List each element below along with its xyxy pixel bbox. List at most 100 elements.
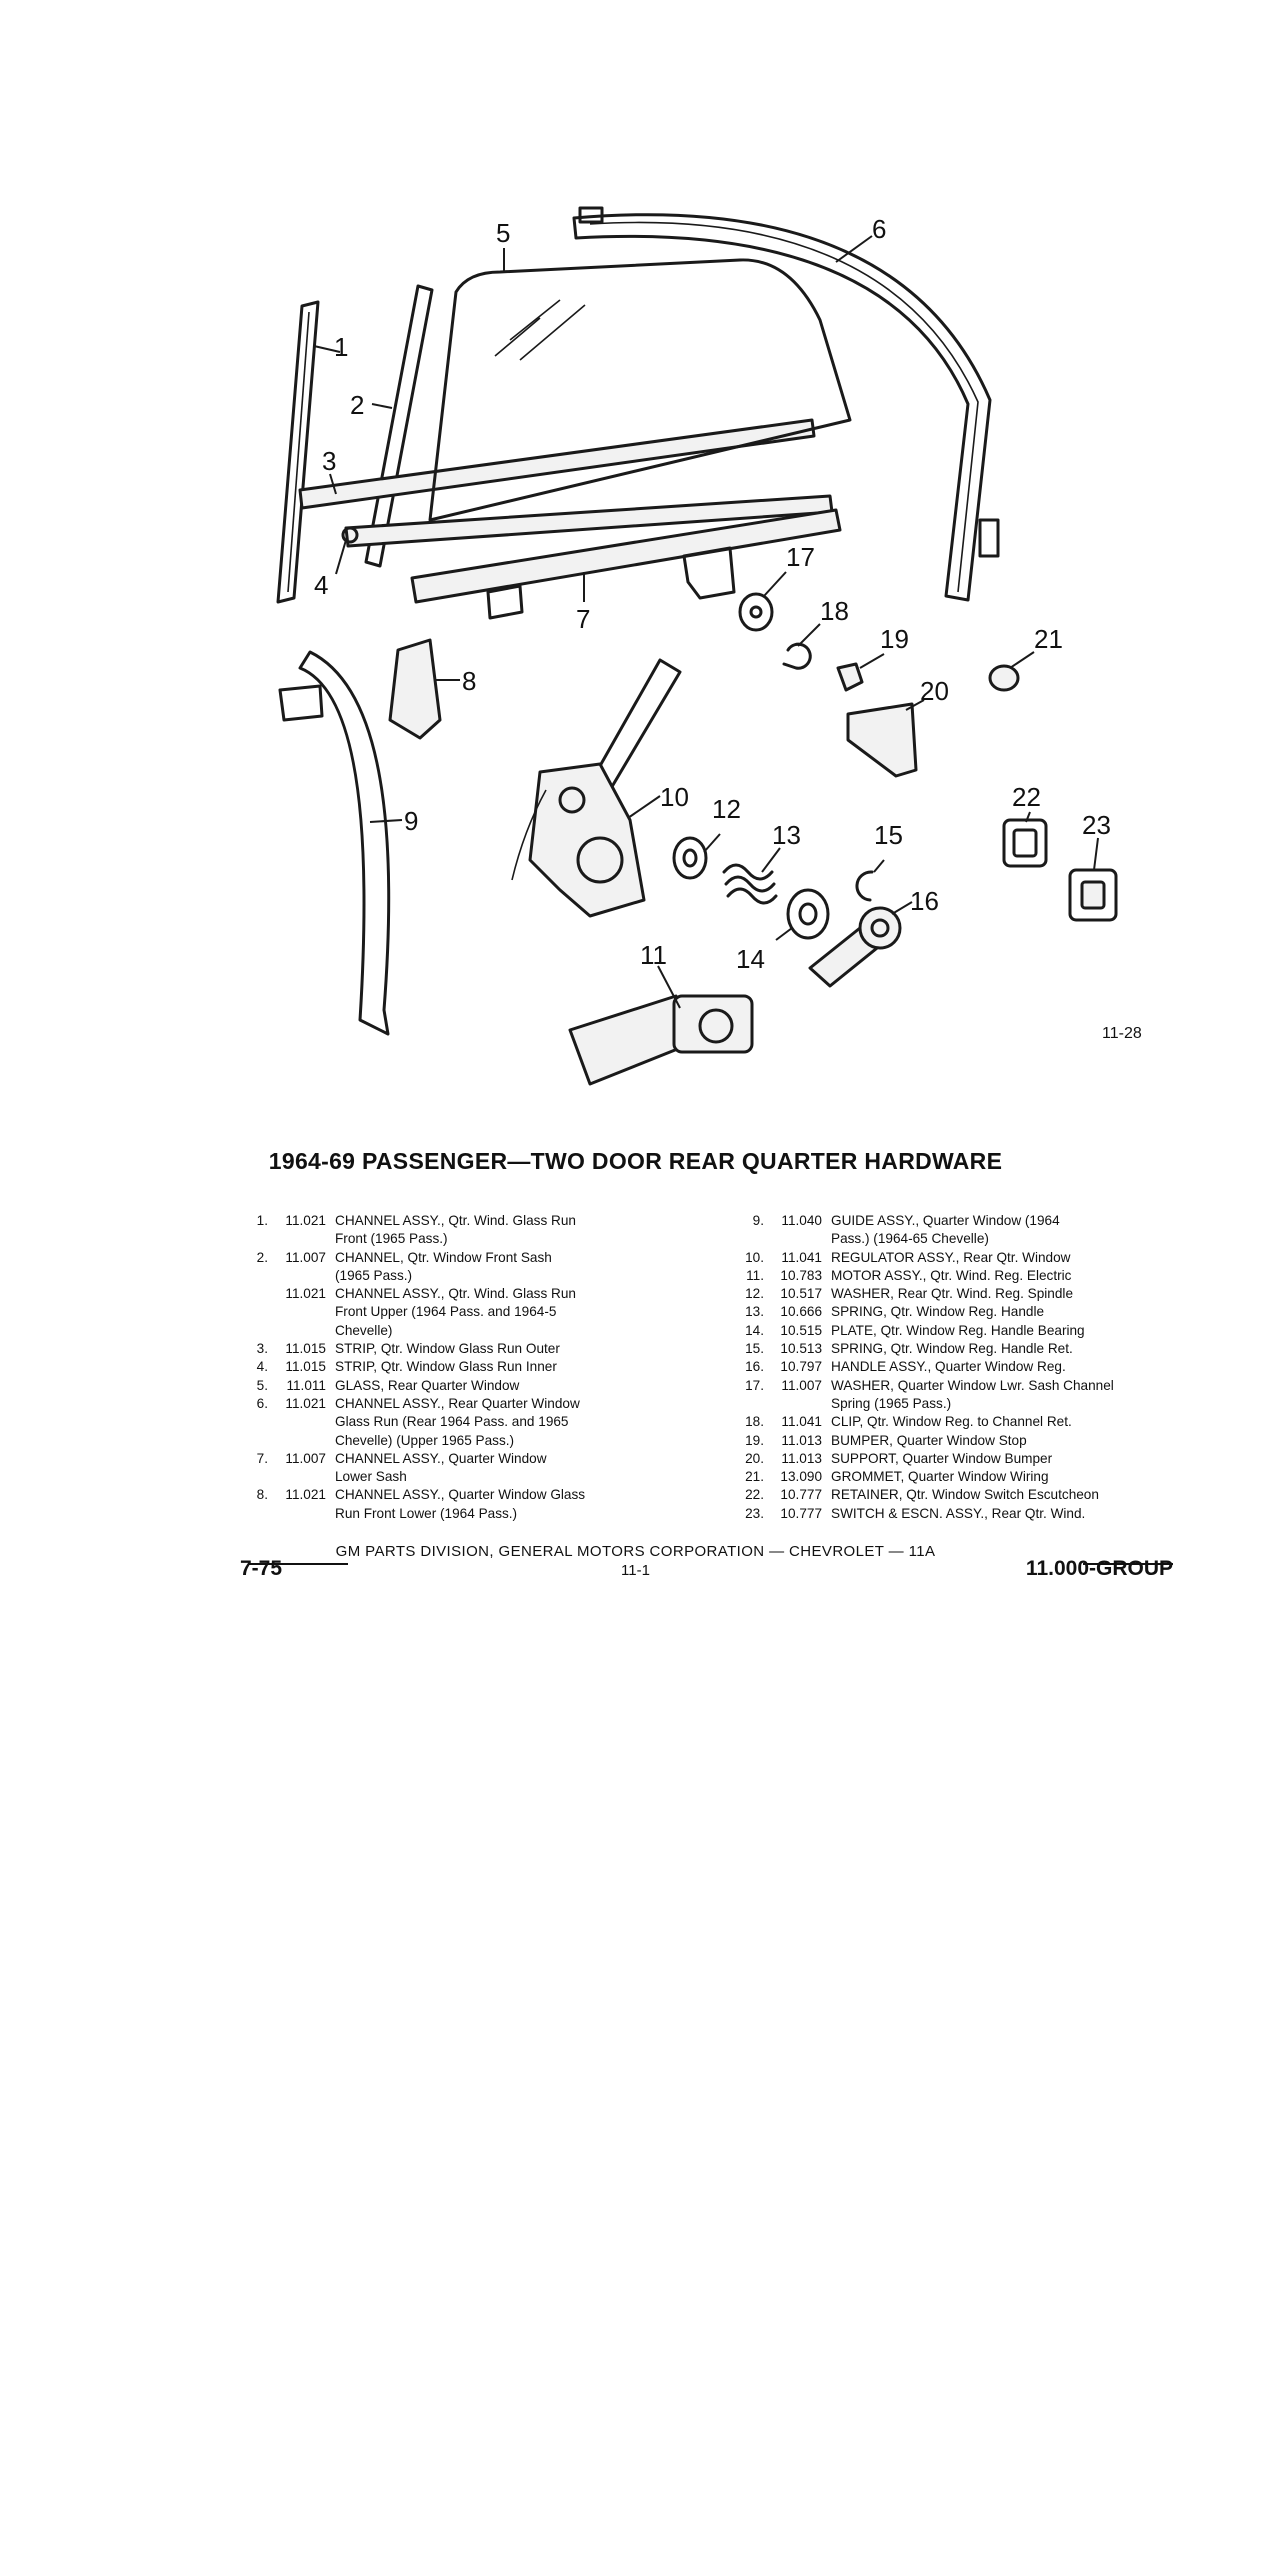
footer-page-number: 11-1 xyxy=(621,1562,650,1579)
item-description: WASHER, Rear Qtr. Wind. Reg. Spindle xyxy=(831,1286,1073,1302)
part-9-guide xyxy=(278,650,391,1036)
part-19-bumper xyxy=(836,662,864,692)
item-number: 19. xyxy=(745,1432,764,1448)
leader-lines xyxy=(313,235,1099,1009)
item-group-code: 11.007 xyxy=(285,1249,326,1265)
item-number: 9. xyxy=(752,1213,764,1228)
part-7-channel xyxy=(410,508,842,620)
callout-6: 6 xyxy=(872,214,886,244)
item-number: 11. xyxy=(746,1267,764,1283)
callout-21: 21 xyxy=(1034,624,1063,654)
item-group-code: 11.021 xyxy=(285,1395,326,1411)
part-2-channel xyxy=(364,284,434,568)
item-group-code: 11.041 xyxy=(781,1249,822,1265)
item-group-code: 11.040 xyxy=(781,1213,822,1228)
item-group-code: 11.007 xyxy=(781,1377,822,1393)
part-18-clip xyxy=(782,642,812,670)
footer-rule-left xyxy=(248,1563,348,1565)
item-description: GROMMET, Quarter Window Wiring xyxy=(831,1469,1049,1485)
item-description: STRIP, Qtr. Window Glass Run Inner xyxy=(335,1359,557,1375)
part-1-channel xyxy=(276,300,320,604)
callout-2: 2 xyxy=(350,390,364,420)
callout-8: 8 xyxy=(462,666,476,696)
item-group-code: 10.777 xyxy=(780,1505,822,1521)
item-description: CHANNEL ASSY., Qtr. Wind. Glass Run Fron… xyxy=(335,1286,576,1338)
item-group-code: 11.021 xyxy=(285,1213,326,1228)
item-number: 3. xyxy=(256,1341,268,1357)
callout-13: 13 xyxy=(772,820,801,850)
item-group-code: 11.007 xyxy=(285,1450,326,1466)
item-group-code: 10.797 xyxy=(780,1359,822,1375)
part-12-washer xyxy=(672,836,708,880)
part-21-grommet xyxy=(988,664,1020,692)
callout-17: 17 xyxy=(786,542,815,572)
item-group-code: 11.041 xyxy=(781,1414,822,1430)
figure-reference: 11-28 xyxy=(1102,1025,1142,1042)
part-14-plate xyxy=(786,888,830,940)
item-number: 12. xyxy=(745,1286,764,1302)
item-description: GLASS, Rear Quarter Window xyxy=(335,1377,520,1393)
part-20-support xyxy=(846,702,918,778)
callout-15: 15 xyxy=(874,820,903,850)
item-number: 6. xyxy=(256,1395,268,1411)
item-group-code: 10.513 xyxy=(780,1341,822,1357)
item-number: 8. xyxy=(256,1487,268,1503)
callout-18: 18 xyxy=(820,596,849,626)
footer-division: GM PARTS DIVISION, GENERAL MOTORS CORPOR… xyxy=(335,1543,936,1560)
item-number: 21. xyxy=(745,1469,764,1485)
callout-22: 22 xyxy=(1012,782,1041,812)
item-group-code: 10.515 xyxy=(780,1322,822,1338)
item-description: BUMPER, Quarter Window Stop xyxy=(831,1432,1027,1448)
item-number: 10. xyxy=(745,1249,764,1265)
callout-11: 11 xyxy=(640,940,667,970)
item-number: 1. xyxy=(256,1213,268,1228)
parts-list-item: 11.021 CHANNEL ASSY., Qtr. Wind. Glass Ru… xyxy=(244,1285,664,1340)
item-description: HANDLE ASSY., Quarter Window Reg. xyxy=(831,1359,1066,1375)
item-group-code: 11.021 xyxy=(285,1286,326,1302)
part-10-regulator xyxy=(511,658,682,918)
item-description: CHANNEL ASSY., Quarter Window Lower Sash xyxy=(335,1450,547,1485)
parts-list-item: 10. 11.041 REGULATOR ASSY., Rear Qtr. Wind… xyxy=(740,1249,1200,1267)
item-number: 22. xyxy=(745,1487,764,1503)
part-11-motor xyxy=(568,994,754,1086)
item-description: REGULATOR ASSY., Rear Qtr. Window xyxy=(831,1249,1071,1265)
callout-1: 1 xyxy=(334,332,348,362)
part-3-strip xyxy=(298,418,816,510)
item-description: RETAINER, Qtr. Window Switch Escutcheon xyxy=(831,1487,1099,1503)
item-group-code: 10.517 xyxy=(780,1286,822,1302)
part-6-channel xyxy=(572,206,1000,602)
item-description: PLATE, Qtr. Window Reg. Handle Bearing xyxy=(831,1322,1085,1338)
item-number: 17. xyxy=(745,1377,764,1393)
item-description: SWITCH & ESCN. ASSY., Rear Qtr. Wind. xyxy=(831,1505,1086,1521)
callout-19: 19 xyxy=(880,624,909,654)
item-number: 4. xyxy=(256,1359,268,1375)
item-description: SPRING, Qtr. Window Reg. Handle Ret. xyxy=(831,1341,1073,1357)
item-group-code: 11.011 xyxy=(286,1377,326,1393)
item-description: SPRING, Qtr. Window Reg. Handle xyxy=(831,1304,1045,1320)
parts-list-item: 12. 10.517 WASHER, Rear Qtr. Wind. Reg. Sp… xyxy=(740,1285,1200,1303)
item-description: STRIP, Qtr. Window Glass Run Outer xyxy=(335,1341,560,1357)
page-title: 1964-69 PASSENGER—TWO DOOR REAR QUARTER … xyxy=(268,1148,1003,1174)
item-number xyxy=(244,1285,268,1340)
callout-16: 16 xyxy=(910,886,939,916)
callout-7: 7 xyxy=(576,604,590,634)
exploded-parts-diagram: 1 2 3 4 5 6 7 8 9 10 11 12 13 14 15 16 1… xyxy=(276,206,1142,1086)
callout-10: 10 xyxy=(660,782,689,812)
part-16-handle xyxy=(808,906,902,988)
